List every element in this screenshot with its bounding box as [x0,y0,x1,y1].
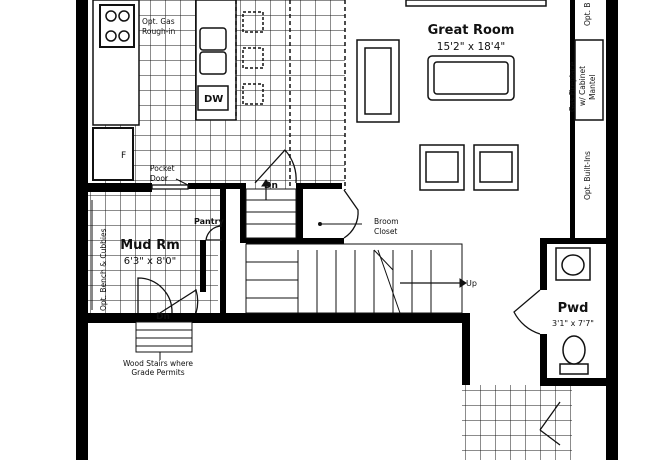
stair-down-top [245,188,297,239]
wall-kitchen-hall-top [240,183,246,243]
pocket-door-label-2: Door [150,174,169,183]
great-room-size: 15'2" x 18'4" [437,41,505,53]
bench-label: Opt. Bench & Cubbies [99,228,108,311]
sink-basin [199,27,227,51]
wall-mudroom-top-left [88,183,152,192]
burner-icon [118,10,130,22]
stair-up-label: Up [466,279,477,288]
stair-down-label: Dn [264,181,278,191]
lower-hall-tile-floor [462,385,572,460]
powder-fixtures [555,247,591,375]
pocket-door-label-1: Pocket [150,164,175,173]
wall-closet-bottom [246,238,344,244]
pocket-door-leader [175,178,191,187]
closet-marker [318,222,322,226]
sink-icon [561,254,585,276]
great-room-furniture [356,0,604,191]
stair-main [245,243,463,314]
fireplace-cabinet [574,39,604,121]
pocket-door [151,184,189,190]
bar-stool [242,83,264,105]
mud-room-name: Mud Rm [120,238,180,253]
wall-powder-bottom [540,378,606,386]
wall-powder-left-bottom [540,334,547,386]
down-arrow-icon [261,179,271,187]
wood-stairs-label-2: Grade Permits [131,368,184,377]
stairs [135,179,467,360]
bar-stool [242,11,264,33]
fireplace-label-2: w/ Cabinet [578,66,587,106]
burner-icon [118,30,130,42]
wall-mudroom-divider [200,240,206,292]
sofa-back [364,47,392,115]
broom-closet-label-1: Broom [374,217,399,226]
opt-gas-label: Opt. Gas [142,17,175,26]
wall-pantry-right [220,183,226,315]
doors [137,149,561,446]
wall-closet-left [296,183,303,243]
lower-door-swing [539,401,561,446]
exterior-wall-right [606,0,618,460]
armchair-seat [479,151,513,183]
toilet-tank [559,363,589,375]
sink-basin [199,51,227,75]
burner-icon [105,30,117,42]
walls [76,0,618,460]
powder-size: 3'1" x 7'7" [552,319,594,328]
interior-wall-right [570,0,575,240]
opt-b-label: Opt. B [583,2,592,26]
great-room-name: Great Room [428,23,515,38]
armchair-seat [425,151,459,183]
mud-room-size: 6'3" x 8'0" [124,256,176,267]
kitchen-fixtures [92,0,346,190]
up-arrow-icon [459,278,467,288]
opt-gas-label-2: Rough-in [142,27,176,36]
dishwasher [197,85,229,111]
mudroom-dn-label: Dn [156,312,170,322]
toilet-icon [562,335,586,365]
wood-stairs-label-1: Wood Stairs where [123,359,193,368]
pantry-door-swing [205,225,223,241]
stair-winder [377,249,401,314]
fridge [92,127,134,181]
wall-closet-top [296,183,342,189]
pantry-tile-floor [176,190,222,238]
burner-icon [105,10,117,22]
tv-cabinet [405,0,547,7]
pantry-label: Pantry [194,217,225,226]
opt-builtins-label: Opt. Built-Ins [583,151,592,200]
exterior-wall-left [76,0,88,460]
bar-stool [242,47,264,69]
dw-label: DW [204,94,223,105]
wall-basement-top [88,313,468,323]
wall-powder-top [540,238,606,244]
coffee-table-top [433,61,509,95]
wall-basement-step [462,313,470,385]
wall-mudroom-top-right [188,183,243,189]
stair-winder [373,249,394,271]
fireplace-label-3: Mantel [588,75,597,100]
closet-floor [298,186,344,242]
fridge-label: F [121,151,126,161]
exterior-door-swing [159,288,199,314]
powder-name: Pwd [558,301,589,316]
door-swing [254,149,297,184]
broom-closet-label-2: Closet [374,227,397,236]
fireplace-label-1: Gas Fireplace [568,61,577,112]
cooktop [99,4,135,48]
mudroom-stair [135,321,193,353]
wall-powder-left-top [540,238,547,290]
powder-door-swing [513,289,541,335]
